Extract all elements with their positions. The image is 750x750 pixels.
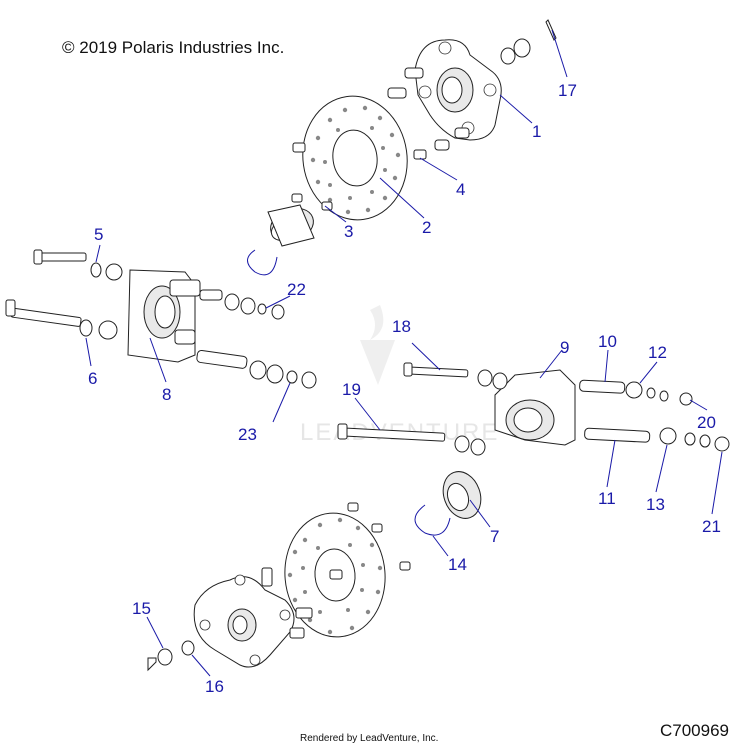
- footer-credit: Rendered by LeadVenture, Inc.: [300, 733, 439, 744]
- bushing: [224, 293, 240, 311]
- washer-23: [286, 370, 298, 384]
- rotor-bolt: [292, 142, 306, 153]
- pivot-sleeve: [196, 350, 248, 369]
- callout-7: 7: [490, 527, 499, 546]
- callout-10: 10: [598, 332, 617, 351]
- callout-19: 19: [342, 380, 361, 399]
- lower-snap-ring-14: [414, 504, 451, 536]
- callout-20: 20: [697, 413, 716, 432]
- pivot-shaft: [199, 289, 223, 301]
- washer-22: [257, 303, 267, 315]
- cotter-pin: [147, 657, 157, 672]
- callout-15: 15: [132, 599, 151, 618]
- callout-8: 8: [162, 385, 171, 404]
- washer: [699, 434, 711, 448]
- bushing: [492, 372, 508, 390]
- callout-6: 6: [88, 369, 97, 388]
- washer: [659, 390, 669, 402]
- washer: [646, 387, 656, 399]
- bushing-13: [659, 427, 677, 445]
- callout-2: 2: [422, 218, 431, 237]
- bushing: [470, 438, 486, 456]
- callout-1: 1: [532, 122, 541, 141]
- bushing: [98, 320, 118, 340]
- upper-snap-ring: [247, 249, 278, 276]
- callout-11: 11: [598, 489, 616, 508]
- lower-knuckle: [494, 369, 576, 446]
- rotor-bolt-4: [413, 149, 427, 160]
- bushing: [105, 263, 123, 281]
- callout-17: 17: [558, 81, 577, 100]
- upper-nut: [513, 38, 531, 58]
- bolt-5-head: [33, 249, 43, 265]
- bushing: [240, 297, 256, 315]
- callout-22: 22: [287, 280, 306, 299]
- nut: [271, 304, 285, 320]
- copyright-text: © 2019 Polaris Industries Inc.: [62, 38, 285, 57]
- rotor-bolt: [399, 561, 411, 571]
- callout-4: 4: [456, 180, 465, 199]
- bushing: [266, 364, 284, 384]
- bolt-5: [37, 252, 87, 262]
- castle-nut-15: [157, 648, 173, 666]
- nut: [301, 371, 317, 389]
- callout-23: 23: [238, 425, 257, 444]
- bushing: [249, 360, 267, 380]
- washer-6: [79, 319, 93, 337]
- callout-13: 13: [646, 495, 665, 514]
- bushing: [454, 435, 470, 453]
- rotor-bolt: [329, 569, 343, 580]
- bolt-18-head: [403, 362, 413, 377]
- cap-20: [679, 392, 693, 406]
- upper-brake-rotor: [302, 95, 408, 221]
- callout-3: 3: [344, 222, 353, 241]
- sleeve-11: [584, 427, 651, 443]
- washer: [684, 432, 696, 446]
- sleeve-10: [579, 379, 626, 394]
- bolt-6-head: [5, 299, 16, 317]
- upper-washer: [500, 47, 516, 65]
- cap-21: [714, 436, 730, 452]
- bushing: [477, 369, 493, 387]
- bolt-19-head: [337, 423, 348, 440]
- watermark-logo: [360, 305, 395, 385]
- washer-5: [90, 262, 102, 278]
- rotor-bolt: [291, 193, 303, 203]
- upper-knuckle: [127, 269, 201, 363]
- callout-9: 9: [560, 338, 569, 357]
- callout-16: 16: [205, 677, 224, 696]
- callout-5: 5: [94, 225, 103, 244]
- callout-labels: 1 2 3 4 5 6 7 8 9 10 11 12 13 14 15 16 1…: [88, 81, 721, 696]
- callout-14: 14: [448, 555, 467, 574]
- upper-bearing: [267, 204, 315, 247]
- leader-lines: [85, 29, 723, 677]
- bushing-12: [625, 381, 643, 399]
- callout-12: 12: [648, 343, 667, 362]
- rotor-bolt: [371, 523, 383, 533]
- callout-21: 21: [702, 517, 721, 536]
- upper-hub: [387, 39, 502, 151]
- bolt-6: [10, 307, 82, 327]
- rotor-bolt: [347, 502, 359, 512]
- callout-18: 18: [392, 317, 411, 336]
- rotor-bolt-3: [321, 201, 333, 211]
- diagram-code: C700969: [660, 721, 730, 740]
- lower-bearing: [442, 471, 482, 519]
- washer-16: [181, 640, 195, 656]
- lower-hub: [193, 567, 313, 668]
